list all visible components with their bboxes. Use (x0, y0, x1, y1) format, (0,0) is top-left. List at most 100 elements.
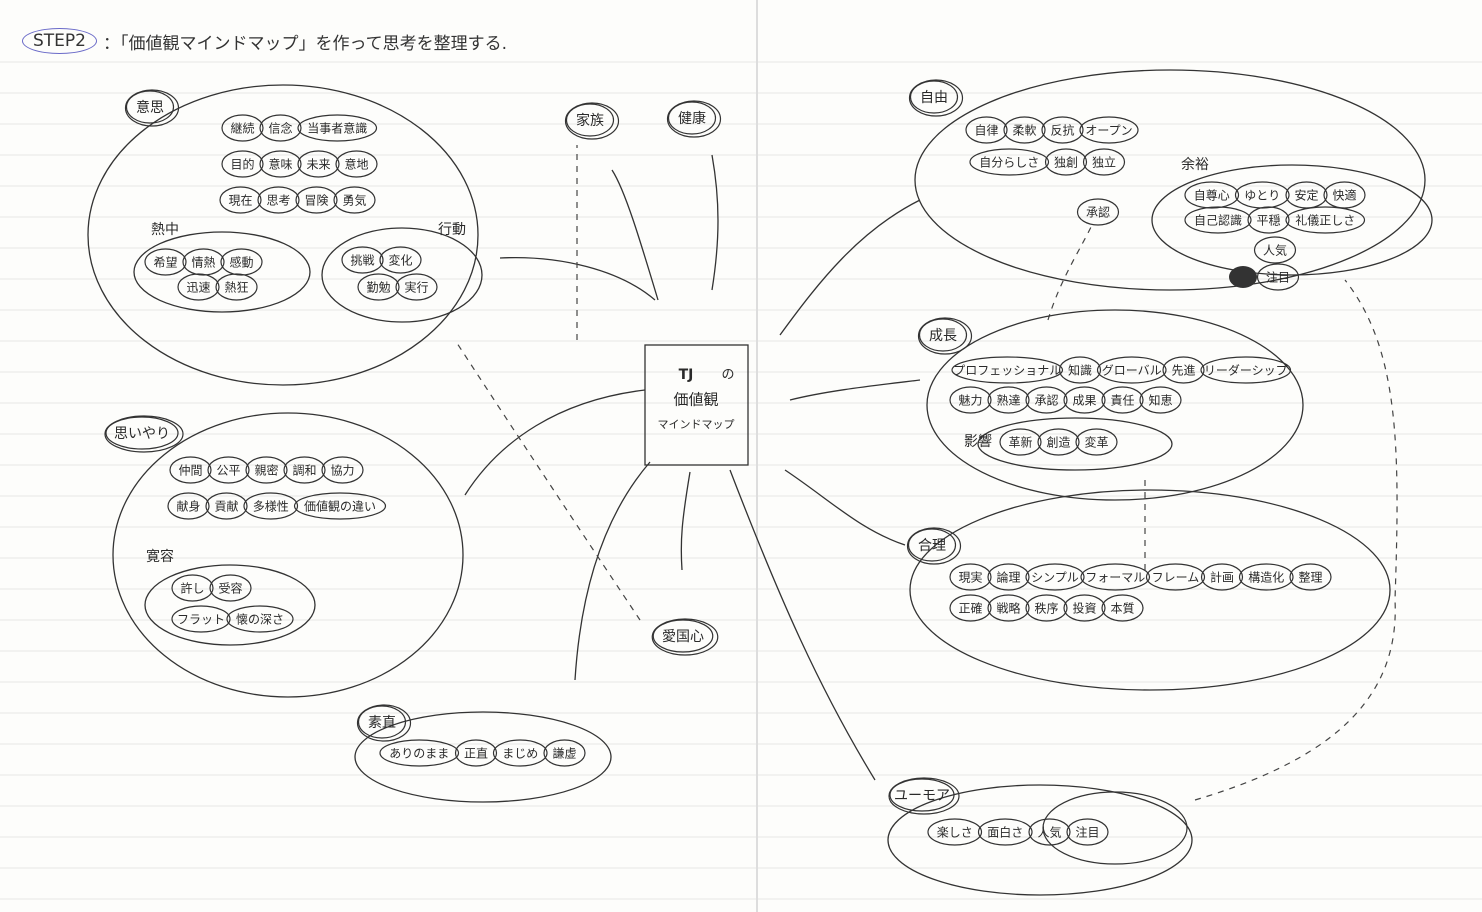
value-chip-outline (297, 114, 378, 142)
value-chip: 懐の深さ (236, 613, 284, 627)
dashed-arrow (1047, 224, 1093, 321)
value-chip-outline (1025, 563, 1085, 591)
category-label: 家族 (576, 112, 604, 129)
value-chip: 正確 (958, 601, 982, 616)
subgroup-label: 影響 (964, 433, 992, 450)
center-node-box (644, 344, 749, 466)
value-chip: 貢献 (214, 499, 238, 514)
value-chip-outline (295, 186, 338, 214)
value-chip: 協力 (330, 463, 354, 478)
value-chip-outline (341, 246, 384, 274)
subgroup-label: 寛容 (146, 548, 174, 565)
category-label-outline (909, 80, 959, 114)
category-label: 成長 (929, 328, 957, 344)
category-label-outline (907, 528, 957, 562)
value-chip-outline (1184, 206, 1252, 234)
value-chip-outline (1058, 356, 1102, 384)
value-chip-outline (1028, 818, 1071, 846)
value-chip: 魅力 (958, 393, 982, 408)
category-label-outline (889, 778, 955, 812)
value-chip: 反抗 (1050, 123, 1074, 138)
value-chip: 面白さ (987, 825, 1023, 840)
value-chip-outline (1066, 818, 1109, 846)
value-chip: 本質 (1110, 601, 1134, 616)
value-chip: フラット (177, 613, 225, 627)
value-chip-outline (987, 594, 1030, 622)
category-label-outline (565, 103, 615, 137)
value-chip: 調和 (292, 464, 316, 478)
value-chip: 公平 (216, 464, 240, 478)
value-chip: 人気 (1037, 825, 1061, 840)
value-chip: 価値観の違い (304, 499, 376, 514)
highlight-outline (1042, 791, 1188, 865)
value-chip-outline (395, 273, 438, 301)
category-label-outline (652, 619, 714, 653)
subgroup-yoyu-boundary (1151, 164, 1433, 276)
value-chip-outline (1037, 428, 1080, 456)
value-chip: フォーマル (1085, 571, 1145, 585)
step-badge: STEP2 (22, 28, 97, 54)
subgroup-netchu-boundary (133, 231, 311, 313)
value-chip-outline (951, 356, 1064, 384)
value-chip: 勤勉 (366, 281, 390, 295)
group-gori-boundary (909, 489, 1391, 691)
category-label-outline (104, 415, 184, 453)
subgroup-label: 行動 (438, 222, 466, 238)
value-chip: 希望 (153, 255, 177, 270)
value-chip-outline (167, 492, 210, 520)
value-chip-outline (259, 150, 302, 178)
value-chip-outline (205, 492, 248, 520)
value-chip-outline (169, 456, 212, 484)
category-label: 素直 (368, 714, 396, 731)
value-chip: 柔軟 (1012, 123, 1036, 138)
value-chip-outline (1025, 594, 1068, 622)
value-chip: リーダーシップ (1204, 363, 1288, 378)
value-chip-outline (357, 273, 400, 301)
value-chip-outline (1063, 594, 1106, 622)
page-title: ：「価値観マインドマップ」を作って思考を整理する. (102, 33, 508, 54)
connector-line (789, 379, 921, 401)
value-chip: 自分らしさ (979, 156, 1039, 170)
value-chip-outline (949, 594, 992, 622)
center-text: の (721, 368, 734, 383)
value-chip: 独創 (1054, 156, 1078, 170)
value-chip: 自尊心 (1194, 188, 1230, 203)
value-chip-outline (219, 186, 262, 214)
value-chip-outline (171, 574, 214, 602)
subgroup-label: 余裕 (1181, 156, 1209, 173)
header: STEP2 ：「価値観マインドマップ」を作って思考を整理する. (22, 28, 507, 54)
value-chip-outline (221, 150, 264, 178)
value-chip: ありのまま (389, 747, 449, 761)
value-chip-outline (171, 605, 231, 633)
dashed-arrow (454, 339, 641, 621)
value-chip-outline (257, 186, 300, 214)
value-chip-outline (969, 148, 1050, 176)
dashed-arrow (1194, 279, 1398, 801)
connector-line (499, 256, 656, 301)
value-chip: 快適 (1332, 188, 1356, 203)
group-humor-boundary (887, 784, 1193, 896)
category-label-outline (666, 100, 722, 138)
value-chip-outline (949, 386, 992, 414)
value-chip: プロフェッショナル (953, 364, 1061, 378)
value-chip: 現実 (958, 570, 982, 585)
category-label-outline (124, 89, 180, 127)
value-chip-outline (1080, 563, 1151, 591)
value-chip-outline (1253, 236, 1297, 264)
value-chip-outline (454, 739, 498, 767)
value-chip-outline (221, 114, 264, 142)
scribble-mark (1229, 266, 1257, 288)
value-chip: 感動 (229, 255, 253, 270)
category-label-outline (125, 90, 175, 124)
value-chip-outline (977, 818, 1033, 846)
value-chip-outline (949, 563, 992, 591)
value-chip-outline (177, 273, 220, 301)
value-chip: 親密 (254, 463, 278, 478)
value-chip: ゆとり (1244, 189, 1280, 203)
center-text: マインドマップ (658, 418, 735, 431)
category-label-outline (564, 102, 620, 140)
value-chip: 現在 (228, 194, 252, 208)
value-chip-outline (335, 150, 378, 178)
value-chip: 熱狂 (224, 281, 248, 295)
value-chip: 楽しさ (937, 826, 973, 840)
